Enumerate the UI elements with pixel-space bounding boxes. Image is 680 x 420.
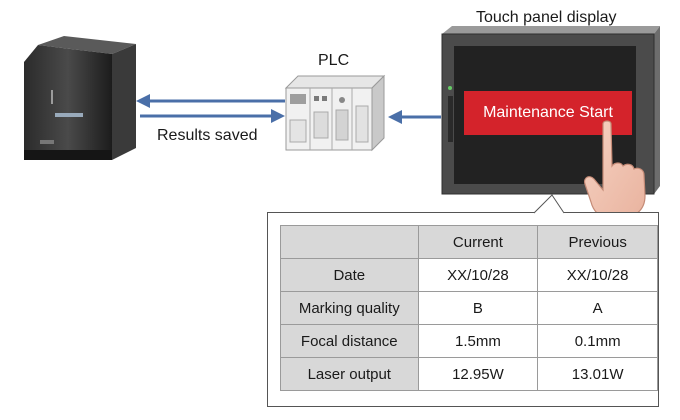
cell-previous: 13.01W: [537, 357, 658, 391]
comparison-table: Current Previous Date XX/10/28 XX/10/28 …: [280, 225, 658, 391]
callout-pointer: [533, 194, 565, 214]
row-label: Laser output: [280, 357, 419, 391]
cell-previous: A: [537, 291, 658, 325]
plc-label: PLC: [318, 52, 350, 69]
cell-current: B: [417, 291, 539, 325]
arrow-panel-to-plc: [388, 110, 441, 124]
hand-pointer-icon: [584, 120, 646, 218]
cell-current: 1.5mm: [417, 324, 539, 358]
header-current: Current: [417, 225, 539, 259]
cell-previous: 0.1mm: [537, 324, 658, 358]
cell-current: XX/10/28: [417, 258, 539, 292]
row-label: Marking quality: [280, 291, 419, 325]
cell-current: 12.95W: [417, 357, 539, 391]
row-label: Focal distance: [280, 324, 419, 358]
comparison-table-wrap: Current Previous Date XX/10/28 XX/10/28 …: [280, 225, 658, 391]
arrow-plc-to-laser: [136, 94, 285, 108]
table-row: Focal distance 1.5mm 0.1mm: [280, 324, 658, 358]
cell-previous: XX/10/28: [537, 258, 658, 292]
maintenance-history-callout: Current Previous Date XX/10/28 XX/10/28 …: [267, 212, 659, 407]
table-row: Laser output 12.95W 13.01W: [280, 357, 658, 391]
table-header-row: Current Previous: [280, 225, 658, 259]
laser-marker-icon: [24, 36, 136, 232]
touch-panel-label: Touch panel display: [476, 9, 617, 26]
table-row: Date XX/10/28 XX/10/28: [280, 258, 658, 292]
results-saved-label: Results saved: [157, 127, 258, 144]
arrow-laser-to-plc: [140, 109, 285, 123]
header-previous: Previous: [537, 225, 658, 259]
plc-icon: [284, 74, 386, 152]
table-row: Marking quality B A: [280, 291, 658, 325]
row-label: Date: [280, 258, 419, 292]
header-empty: [280, 225, 419, 259]
